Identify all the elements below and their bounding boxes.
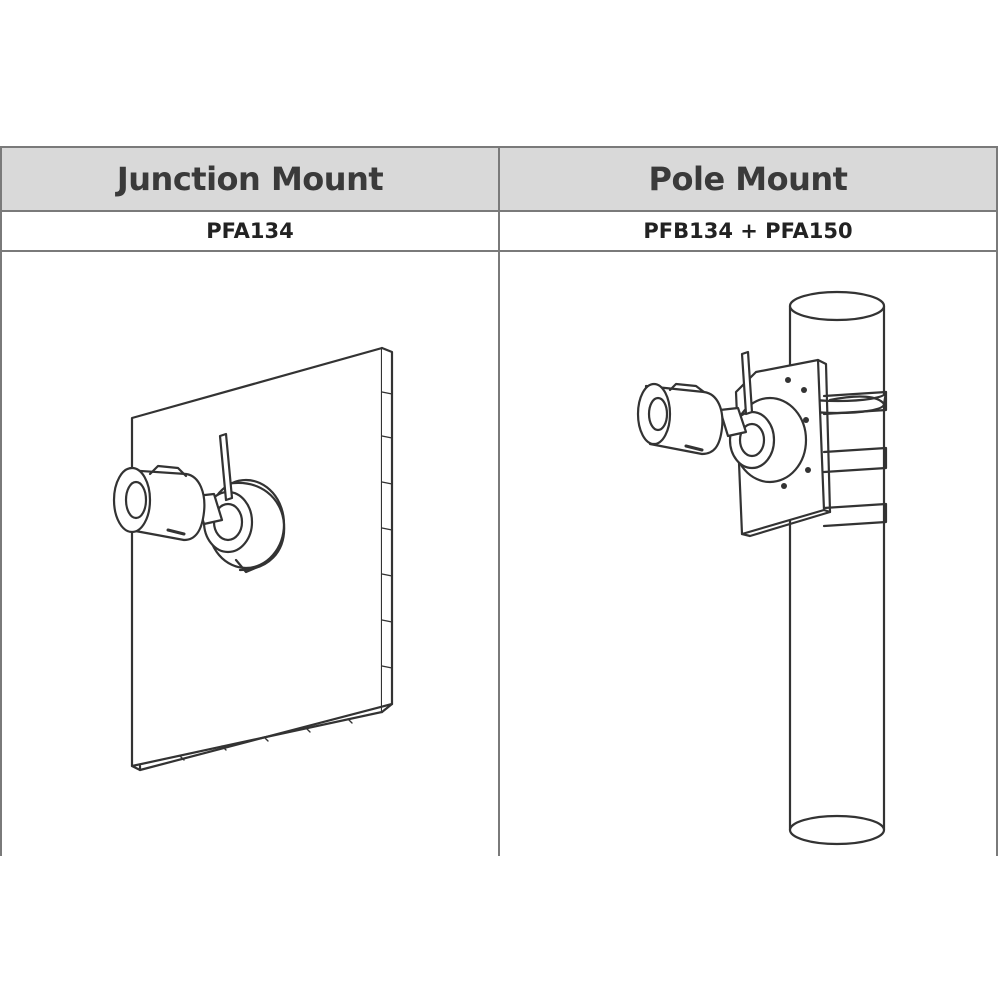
pole-mount-model: PFB134 + PFA150 xyxy=(498,212,996,250)
pole-mount-title: Pole Mount xyxy=(498,148,996,210)
bullet-camera-wall-illustration xyxy=(112,432,286,574)
model-row: PFA134 PFB134 + PFA150 xyxy=(2,212,996,252)
junction-mount-title: Junction Mount xyxy=(116,160,384,198)
header-row: Junction Mount Pole Mount xyxy=(2,148,996,212)
pole-illustration xyxy=(788,290,888,846)
mount-comparison-table: Junction Mount Pole Mount PFA134 PFB134 … xyxy=(0,146,998,856)
illustration-row xyxy=(2,252,996,856)
junction-mount-model: PFA134 xyxy=(206,219,294,243)
bullet-camera-pole-illustration xyxy=(636,350,808,484)
pole-mount-illustration-cell xyxy=(498,252,996,856)
